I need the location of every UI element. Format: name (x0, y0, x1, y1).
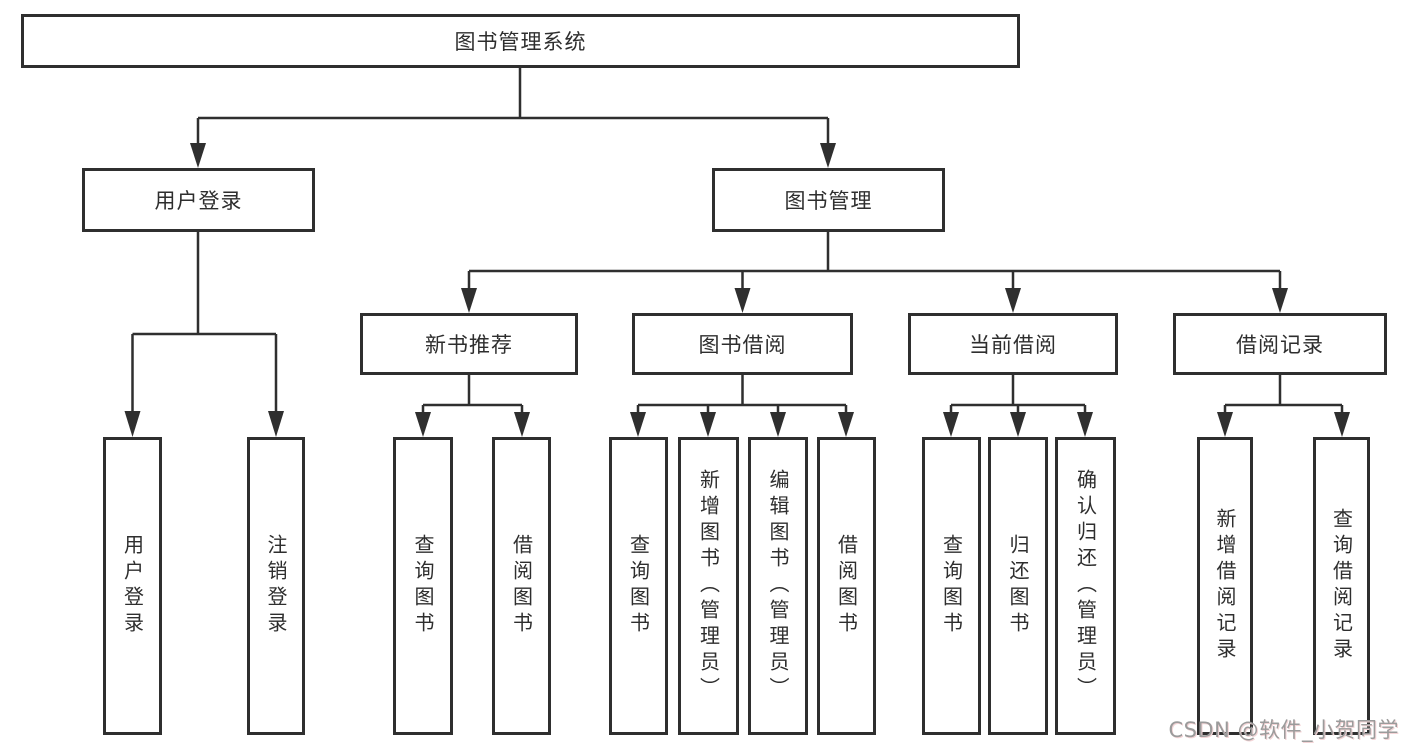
node-label: 借阅图书 (834, 534, 859, 638)
node-label: 查询图书 (626, 534, 651, 638)
leaf-query-borrow-record: 查询借阅记录 (1313, 437, 1370, 735)
leaf-add-borrow-record: 新增借阅记录 (1197, 437, 1253, 735)
leaf-logout: 注销登录 (247, 437, 305, 735)
leaf-edit-book-admin: 编辑图书（管理员） (748, 437, 808, 735)
node-current-borrowing: 当前借阅 (908, 313, 1118, 375)
node-label: 归还图书 (1006, 534, 1030, 638)
leaf-query-books-current: 查询图书 (922, 437, 981, 735)
node-label: 新增图书（管理员） (696, 469, 721, 703)
node-label: 用户登录 (154, 189, 243, 213)
node-label: 图书借阅 (698, 333, 787, 357)
node-label: 当前借阅 (969, 333, 1057, 357)
node-label: 借阅记录 (1236, 333, 1324, 357)
leaf-user-login: 用户登录 (103, 437, 162, 735)
node-book-borrowing: 图书借阅 (632, 313, 853, 375)
csdn-watermark: CSDN @软件_小贺同学 (1168, 718, 1399, 742)
node-book-management: 图书管理 (712, 168, 945, 232)
leaf-return-books: 归还图书 (988, 437, 1048, 735)
node-label: 查询图书 (939, 534, 964, 638)
node-label: 图书管理 (784, 189, 873, 213)
leaf-query-books-recommend: 查询图书 (393, 437, 453, 735)
node-new-book-recommendation: 新书推荐 (360, 313, 578, 375)
node-label: 查询图书 (411, 534, 435, 638)
leaf-borrow-books-recommend: 借阅图书 (492, 437, 551, 735)
node-label: 用户登录 (120, 534, 145, 638)
leaf-borrow-books-borrowing: 借阅图书 (817, 437, 876, 735)
leaf-confirm-return-admin: 确认归还（管理员） (1055, 437, 1116, 735)
leaf-query-books-borrowing: 查询图书 (609, 437, 668, 735)
node-label: 图书管理系统 (454, 30, 587, 54)
node-label: 确认归还（管理员） (1073, 469, 1098, 703)
node-label: 借阅图书 (509, 534, 534, 638)
node-library-management-system: 图书管理系统 (21, 14, 1020, 68)
leaf-add-book-admin: 新增图书（管理员） (678, 437, 739, 735)
node-user-login: 用户登录 (82, 168, 315, 232)
node-label: 编辑图书（管理员） (766, 469, 790, 703)
node-borrowing-records: 借阅记录 (1173, 313, 1387, 375)
node-label: 新书推荐 (425, 333, 513, 357)
node-label: 注销登录 (264, 534, 288, 638)
node-label: 查询借阅记录 (1329, 508, 1354, 664)
node-label: 新增借阅记录 (1213, 508, 1237, 664)
